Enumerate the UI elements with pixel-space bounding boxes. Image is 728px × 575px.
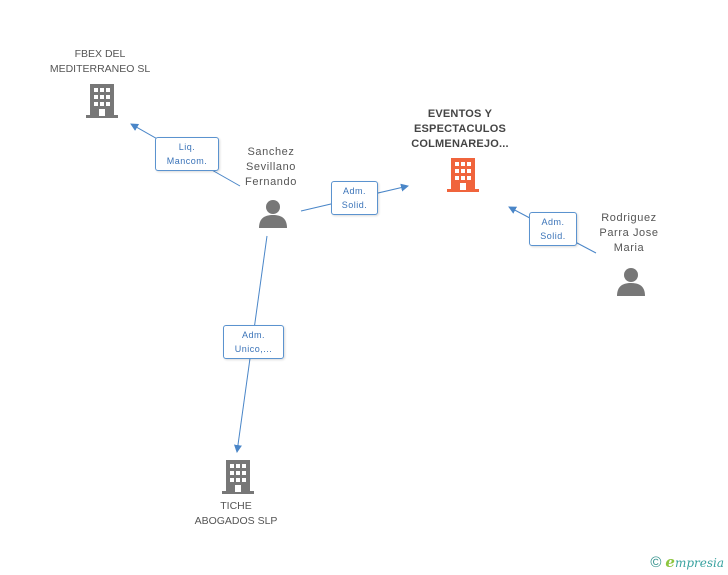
- relation-line: Liq.: [178, 142, 196, 152]
- relation-line: Adm.: [342, 186, 366, 196]
- label-line: EVENTOS Y: [427, 108, 493, 120]
- label-line: FBEX DEL: [74, 48, 126, 60]
- copyright-icon: ©: [650, 553, 662, 571]
- label-line: Sevillano: [245, 161, 297, 173]
- brand-logo[interactable]: empresia: [665, 553, 724, 571]
- relation-line: Solid.: [540, 231, 566, 241]
- node-label-fbex[interactable]: FBEX DEL MEDITERRANEO SL: [50, 47, 150, 77]
- label-line: Fernando: [245, 176, 297, 188]
- label-line: Sanchez: [247, 146, 295, 158]
- footer-brand: © empresia: [650, 553, 724, 571]
- building-icon[interactable]: [222, 460, 254, 494]
- label-line: ABOGADOS SLP: [194, 515, 278, 527]
- relation-adm-unico[interactable]: Adm. Unico,...: [223, 325, 284, 359]
- relation-adm-solid-sanchez[interactable]: Adm. Solid.: [331, 181, 378, 215]
- relation-line: Unico,...: [234, 344, 273, 354]
- relation-line: Adm.: [241, 330, 265, 340]
- label-line: Parra Jose: [599, 227, 659, 239]
- person-icon[interactable]: [616, 266, 646, 296]
- node-label-rodriguez[interactable]: Rodriguez Parra Jose Maria: [599, 211, 658, 256]
- relation-adm-solid-rodriguez[interactable]: Adm. Solid.: [529, 212, 577, 246]
- building-icon[interactable]: [86, 84, 118, 118]
- building-icon[interactable]: [447, 158, 479, 192]
- label-line: Maria: [613, 242, 645, 254]
- relation-line: Solid.: [341, 200, 368, 210]
- relation-liq-mancom[interactable]: Liq. Mancom.: [155, 137, 219, 171]
- relation-line: Mancom.: [166, 156, 208, 166]
- relation-line: Adm.: [541, 217, 565, 227]
- node-label-sanchez[interactable]: Sanchez Sevillano Fernando: [245, 145, 297, 190]
- label-line: TICHE: [220, 500, 252, 512]
- label-line: ESPECTACULOS: [413, 123, 507, 135]
- node-label-eventos[interactable]: EVENTOS Y ESPECTACULOS COLMENAREJO...: [411, 107, 509, 152]
- brand-initial: e: [665, 553, 675, 571]
- node-label-tiche[interactable]: TICHE ABOGADOS SLP: [195, 499, 278, 529]
- person-icon[interactable]: [258, 198, 288, 228]
- brand-name: mpresia: [674, 556, 724, 570]
- label-line: COLMENAREJO...: [411, 138, 509, 150]
- label-line: Rodriguez: [601, 212, 657, 224]
- label-line: MEDITERRANEO SL: [49, 63, 151, 75]
